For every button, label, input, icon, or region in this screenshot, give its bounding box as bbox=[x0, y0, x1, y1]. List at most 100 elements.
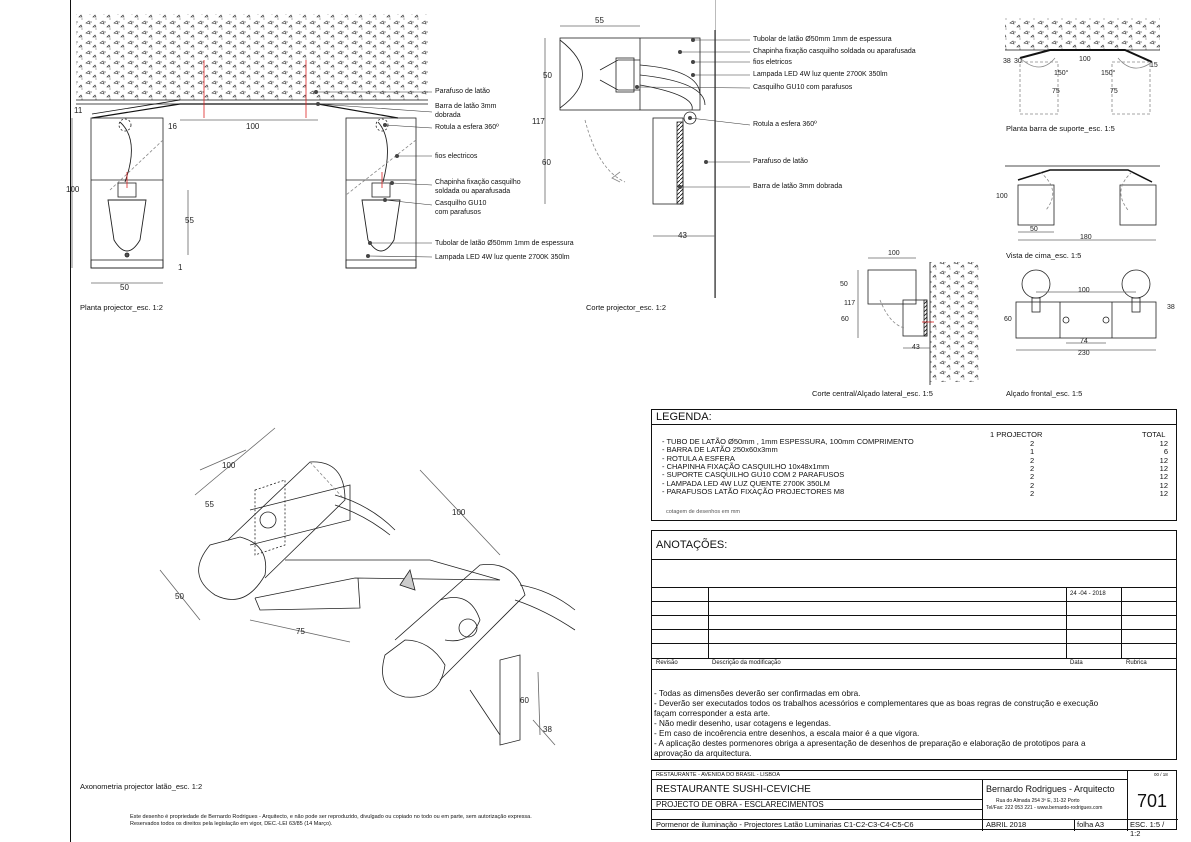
callout: fios eletricos bbox=[753, 59, 792, 66]
dimension: 75 bbox=[1052, 88, 1060, 95]
dimension: 74 bbox=[1080, 338, 1088, 345]
callout: Chapinha fixação casquilho bbox=[435, 179, 521, 186]
dimension: 60 bbox=[1004, 316, 1012, 323]
callout: fios electricos bbox=[435, 153, 478, 160]
dimension: 100 bbox=[1078, 287, 1090, 294]
caption: Alçado frontal_esc. 1:5 bbox=[1006, 389, 1083, 398]
legend-qty-one: 2 bbox=[1030, 480, 1035, 490]
sheet-number: 701 bbox=[1137, 791, 1168, 811]
callout: Parafuso de latão bbox=[753, 158, 808, 165]
legend-item: - CHAPINHA FIXAÇÃO CASQUILHO 10x48x1mm bbox=[662, 461, 830, 471]
dimension: 50 bbox=[840, 281, 848, 288]
dimension: 50 bbox=[543, 71, 552, 80]
location: RESTAURANTE - AVENIDA DO BRASIL - LISBOA bbox=[656, 772, 780, 778]
dimension: 100 bbox=[222, 461, 236, 470]
sign-header: Rubrica bbox=[1126, 660, 1147, 666]
left-margin-line bbox=[70, 0, 71, 842]
dimension: 50 bbox=[175, 592, 184, 601]
legend-qty-total: 12 bbox=[1159, 439, 1168, 448]
note-line: - Não medir desenho, usar cotagens e leg… bbox=[654, 719, 832, 728]
legend-qty-total: 6 bbox=[1163, 447, 1168, 457]
annotations-box: ANOTAÇÕES: 24 -04 - 2018 Revisão Descriç… bbox=[651, 530, 1177, 760]
callout: soldada ou aparafusada bbox=[435, 188, 511, 195]
architect: Bernardo Rodrigues - Arquitecto bbox=[986, 784, 1115, 794]
dimension: 60 bbox=[542, 158, 551, 167]
dimension: 55 bbox=[595, 16, 604, 25]
support-plan-drawing bbox=[1005, 18, 1160, 115]
note-line: - Em caso de incoêrencia entre desenhos,… bbox=[654, 729, 920, 738]
dimension: 38 bbox=[1003, 58, 1011, 65]
legend-qty-one: 2 bbox=[1030, 439, 1035, 448]
legend-item: - TUBO DE LATÃO Ø50mm , 1mm ESPESSURA, 1… bbox=[662, 437, 914, 446]
note-line: aprovação da arquitectura. bbox=[654, 749, 752, 758]
legend-qty-one: 2 bbox=[1030, 488, 1035, 498]
legend-qty-one: 1 bbox=[1030, 447, 1035, 457]
legend-qty-one: 2 bbox=[1030, 455, 1035, 465]
dimension: 75 bbox=[1110, 88, 1118, 95]
legend-item: - ROTULA A ESFERA bbox=[662, 453, 735, 463]
dimension: 38 bbox=[543, 725, 552, 734]
dimension: 75 bbox=[296, 627, 305, 636]
contact: Tel/Fax: 222 053 221 - www.bernardo-rodr… bbox=[986, 805, 1103, 811]
title-block: RESTAURANTE - AVENIDA DO BRASIL - LISBOA… bbox=[651, 770, 1178, 838]
drawing-title: Pormenor de iluminação - Projectores Lat… bbox=[656, 820, 914, 829]
legend-col-total: TOTAL bbox=[1142, 430, 1166, 439]
legend-qty-one: 2 bbox=[1030, 463, 1035, 473]
legend-qty-total: 12 bbox=[1159, 455, 1168, 465]
dimension: 100 bbox=[452, 508, 466, 517]
general-notes: - Todas as dimensões deverão ser confirm… bbox=[654, 689, 1098, 759]
dimension: 1 bbox=[178, 263, 183, 272]
phase: PROJECTO DE OBRA - ESCLARECIMENTOS bbox=[656, 800, 824, 809]
dimension: 60 bbox=[841, 316, 849, 323]
dimension: 150° bbox=[1054, 70, 1069, 77]
legend-note: cotagem de desenhos em mm bbox=[666, 509, 740, 515]
note-line: façam corresponder a esta arte. bbox=[654, 709, 771, 718]
sheet-format: folha A3 bbox=[1077, 820, 1105, 829]
section-projector-drawing bbox=[544, 25, 751, 298]
callout: Lampada LED 4W luz quente 2700K 350lm bbox=[753, 71, 888, 78]
caption: Corte projector_esc. 1:2 bbox=[586, 303, 667, 312]
copyright-line: Reservados todos os direitos pela legisl… bbox=[130, 820, 333, 827]
dimension: 100 bbox=[996, 193, 1008, 200]
dimension: 100 bbox=[888, 250, 900, 257]
callout: Parafuso de latão bbox=[435, 88, 490, 95]
callout: Chapinha fixação casquilho soldada ou ap… bbox=[753, 48, 916, 55]
dimension: 117 bbox=[844, 300, 856, 307]
callout: com parafusos bbox=[435, 209, 481, 216]
callout: Casquilho GU10 bbox=[435, 200, 487, 207]
callout: Lampada LED 4W luz quente 2700K 350lm bbox=[435, 254, 570, 261]
note-line: - A aplicação destes pormenores obriga a… bbox=[654, 739, 1086, 748]
legend-title: LEGENDA: bbox=[656, 411, 712, 423]
top-view-drawing bbox=[1005, 165, 1160, 241]
dimension: 50 bbox=[120, 283, 129, 292]
dimension: 55 bbox=[205, 500, 214, 509]
dimension: 60 bbox=[520, 696, 529, 705]
caption: Planta projector_esc. 1:2 bbox=[80, 303, 163, 312]
annotations-title: ANOTAÇÕES: bbox=[656, 539, 728, 551]
dimension: 117 bbox=[532, 117, 545, 126]
callout: Tubolar de latão Ø50mm 1mm de espessura bbox=[753, 36, 892, 43]
callout: Rotula a esfera 360º bbox=[753, 121, 817, 128]
dimension: 55 bbox=[185, 216, 194, 225]
legend-box: LEGENDA: 1 PROJECTOR TOTAL - TUBO DE LAT… bbox=[651, 409, 1177, 521]
callout: Casquilho GU10 com parafusos bbox=[753, 84, 853, 91]
caption: Axonometria projector latão_esc. 1:2 bbox=[80, 782, 203, 791]
callout: Tubolar de latão Ø50mm 1mm de espessura bbox=[435, 240, 574, 247]
copyright: Este desenho é propriedade de Bernardo R… bbox=[130, 814, 532, 827]
revision-date: 24 -04 - 2018 bbox=[1070, 591, 1106, 597]
legend-qty-total: 12 bbox=[1159, 488, 1168, 498]
desc-header: Descrição da modificação bbox=[712, 660, 781, 666]
caption: Planta barra de suporte_esc. 1:5 bbox=[1006, 124, 1115, 133]
legend-qty-total: 12 bbox=[1159, 480, 1168, 490]
dimension: 230 bbox=[1078, 350, 1090, 357]
note-line: - Deverão ser executados todos os trabal… bbox=[654, 699, 1099, 708]
legend-item: - SUPORTE CASQUILHO GU10 COM 2 PARAFUSOS bbox=[662, 470, 845, 480]
legend-item: - BARRA DE LATÃO 250x60x3mm bbox=[662, 445, 778, 455]
dimension: 30 bbox=[1014, 58, 1022, 65]
scale: ESC. 1:5 / 1:2 bbox=[1130, 820, 1165, 838]
dimension: 11 bbox=[74, 106, 83, 115]
legend-item: - LAMPADA LED 4W LUZ QUENTE 2700K 350LM bbox=[662, 478, 830, 488]
legend-col-one: 1 PROJECTOR bbox=[990, 430, 1043, 439]
legend-item: - PARAFUSOS LATÃO FIXAÇÃO PROJECTORES M8 bbox=[662, 486, 845, 496]
dimension: 150° bbox=[1101, 70, 1116, 77]
